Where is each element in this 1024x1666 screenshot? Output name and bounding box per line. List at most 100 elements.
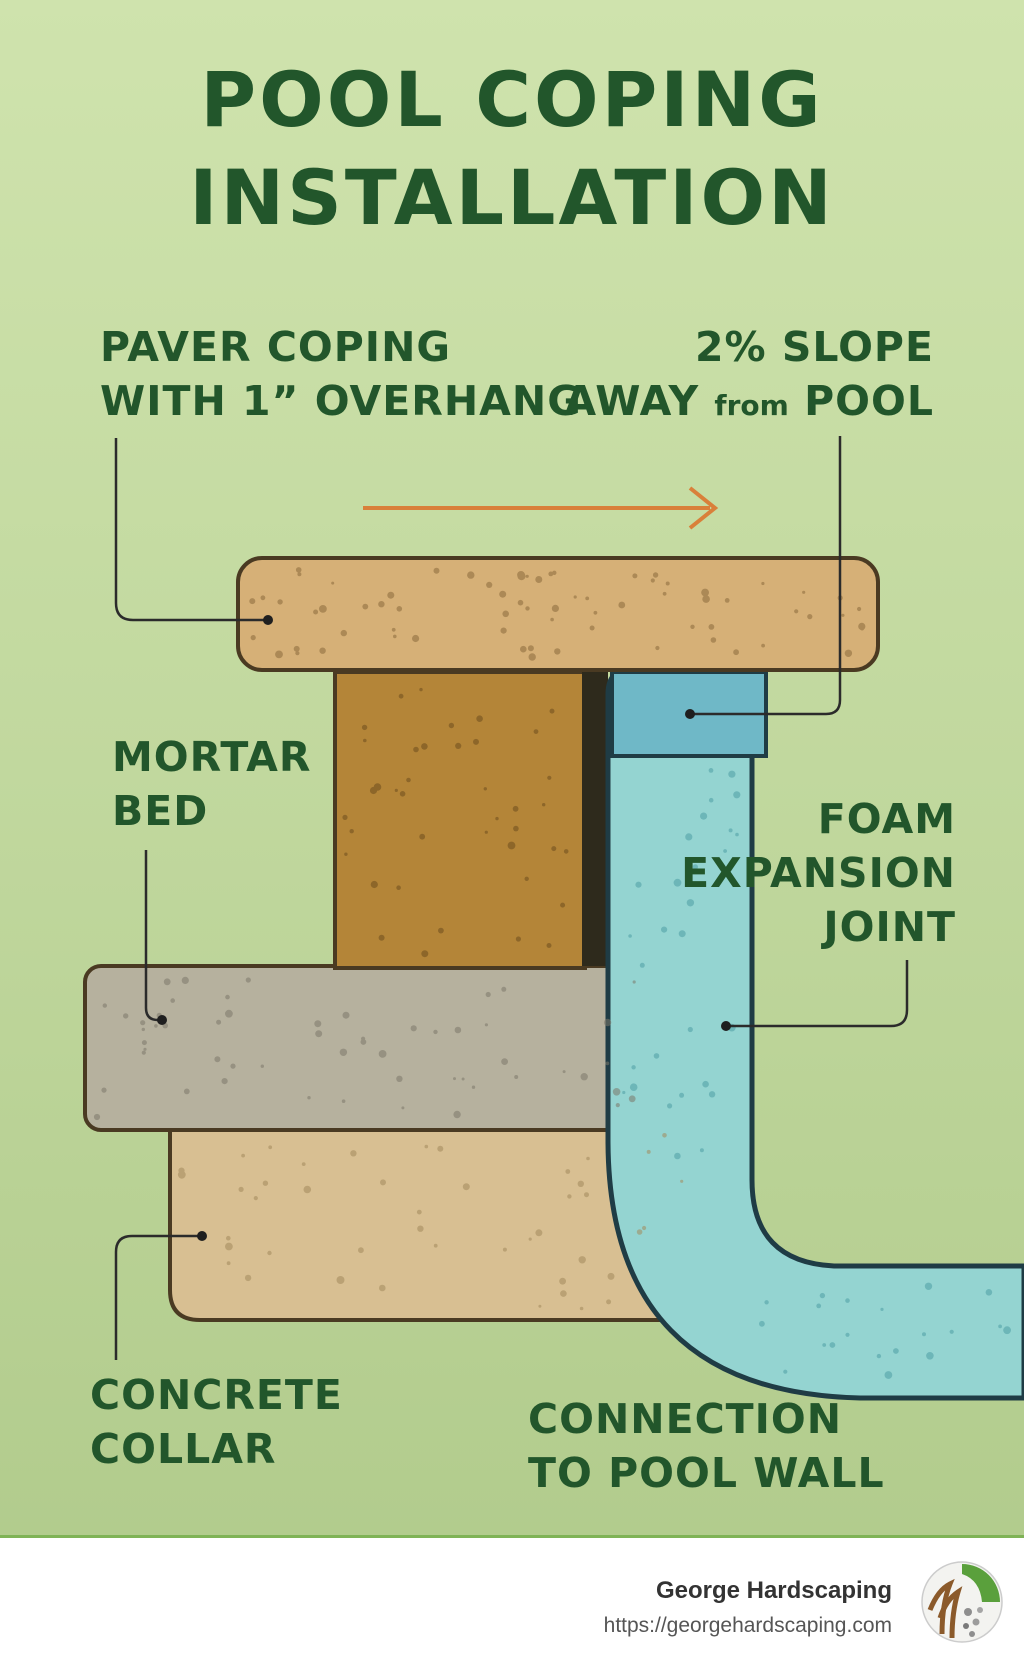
texture-speckle xyxy=(484,830,488,834)
texture-speckle xyxy=(577,1180,584,1188)
texture-speckle xyxy=(652,572,659,578)
texture-speckle xyxy=(710,637,717,643)
texture-speckle xyxy=(143,1047,147,1051)
texture-speckle xyxy=(358,1247,364,1254)
texture-speckle xyxy=(406,777,411,783)
label-foam-line-1: FOAM xyxy=(817,795,956,843)
texture-speckle xyxy=(499,590,507,598)
texture-speckle xyxy=(350,1150,357,1157)
texture-speckle xyxy=(410,1025,417,1032)
texture-speckle xyxy=(484,1023,488,1027)
texture-speckle xyxy=(512,805,519,812)
texture-speckle xyxy=(524,876,529,881)
texture-speckle xyxy=(733,649,739,656)
texture-speckle xyxy=(319,647,326,654)
texture-speckle xyxy=(635,881,642,888)
texture-speckle xyxy=(438,927,444,934)
texture-speckle xyxy=(1003,1326,1011,1335)
texture-speckle xyxy=(342,1011,350,1019)
texture-speckle xyxy=(413,746,419,753)
texture-speckle xyxy=(764,1300,769,1305)
texture-speckle xyxy=(473,738,479,745)
texture-speckle xyxy=(141,1027,145,1032)
texture-speckle xyxy=(665,581,670,586)
texture-speckle xyxy=(687,1026,693,1033)
company-logo-icon xyxy=(921,1561,1003,1643)
texture-speckle xyxy=(393,634,397,639)
slope-arrow xyxy=(363,486,719,530)
texture-speckle xyxy=(761,643,765,648)
texture-speckle xyxy=(554,648,561,655)
texture-speckle xyxy=(295,567,302,573)
texture-speckle xyxy=(424,1144,429,1149)
texture-speckle xyxy=(525,606,530,611)
texture-speckle xyxy=(607,1272,615,1280)
texture-speckle xyxy=(708,624,715,630)
texture-speckle xyxy=(387,591,395,599)
texture-speckle xyxy=(339,1048,348,1057)
texture-speckle xyxy=(622,1090,626,1095)
texture-speckle xyxy=(573,595,577,599)
texture-speckle xyxy=(181,976,189,985)
texture-speckle xyxy=(396,1075,403,1083)
texture-speckle xyxy=(548,571,554,577)
texture-speckle xyxy=(268,1145,273,1150)
texture-speckle xyxy=(563,849,569,854)
texture-speckle xyxy=(708,797,714,803)
texture-speckle xyxy=(585,596,590,601)
texture-speckle xyxy=(520,645,527,653)
texture-speckle xyxy=(860,626,864,631)
joint-gap xyxy=(582,672,608,966)
texture-speckle xyxy=(678,930,686,938)
texture-speckle xyxy=(462,1183,470,1191)
label-paver-line-2: WITH 1” OVERHANG xyxy=(100,377,582,425)
texture-speckle xyxy=(702,1080,709,1088)
label-paver-line-1: PAVER COPING xyxy=(100,323,452,371)
texture-speckle xyxy=(586,1156,590,1161)
paver-coping-slab xyxy=(236,556,880,672)
texture-speckle xyxy=(794,609,799,614)
texture-speckle xyxy=(398,693,404,699)
texture-speckle xyxy=(230,1063,236,1069)
title-line-2: INSTALLATION xyxy=(189,153,835,242)
texture-speckle xyxy=(225,1009,233,1018)
texture-speckle xyxy=(816,1303,822,1309)
texture-speckle xyxy=(241,1153,246,1158)
texture-speckle xyxy=(476,715,483,722)
texture-speckle xyxy=(701,588,709,597)
texture-speckle xyxy=(301,1162,306,1166)
texture-speckle xyxy=(628,934,632,938)
texture-speckle xyxy=(336,1276,345,1284)
texture-speckle xyxy=(293,645,300,652)
texture-speckle xyxy=(674,1152,681,1160)
texture-speckle xyxy=(341,1099,346,1103)
texture-speckle xyxy=(370,880,378,889)
texture-speckle xyxy=(295,651,300,656)
texture-speckle xyxy=(580,1073,588,1081)
texture-speckle xyxy=(761,581,765,586)
texture-speckle xyxy=(735,832,739,837)
texture-speckle xyxy=(378,934,385,941)
texture-speckle xyxy=(340,629,347,637)
texture-speckle xyxy=(841,613,845,617)
texture-speckle xyxy=(419,833,426,840)
texture-speckle xyxy=(495,816,499,821)
texture-speckle xyxy=(93,1113,101,1121)
texture-speckle xyxy=(314,1020,322,1028)
texture-speckle xyxy=(454,1026,462,1034)
texture-speckle xyxy=(924,1282,933,1291)
label-mortar-line-1: MORTAR xyxy=(112,733,312,781)
texture-speckle xyxy=(686,899,695,907)
texture-speckle xyxy=(603,1018,612,1027)
texture-speckle xyxy=(380,1179,386,1186)
company-url[interactable]: https://georgehardscaping.com xyxy=(603,1614,892,1637)
texture-speckle xyxy=(419,687,423,692)
texture-speckle xyxy=(342,814,348,821)
texture-speckle xyxy=(226,1261,231,1266)
texture-speckle xyxy=(535,1229,543,1237)
texture-speckle xyxy=(453,1110,461,1119)
texture-speckle xyxy=(680,1179,684,1183)
texture-speckle xyxy=(141,1050,146,1055)
texture-speckle xyxy=(461,1077,465,1081)
texture-speckle xyxy=(560,902,566,908)
